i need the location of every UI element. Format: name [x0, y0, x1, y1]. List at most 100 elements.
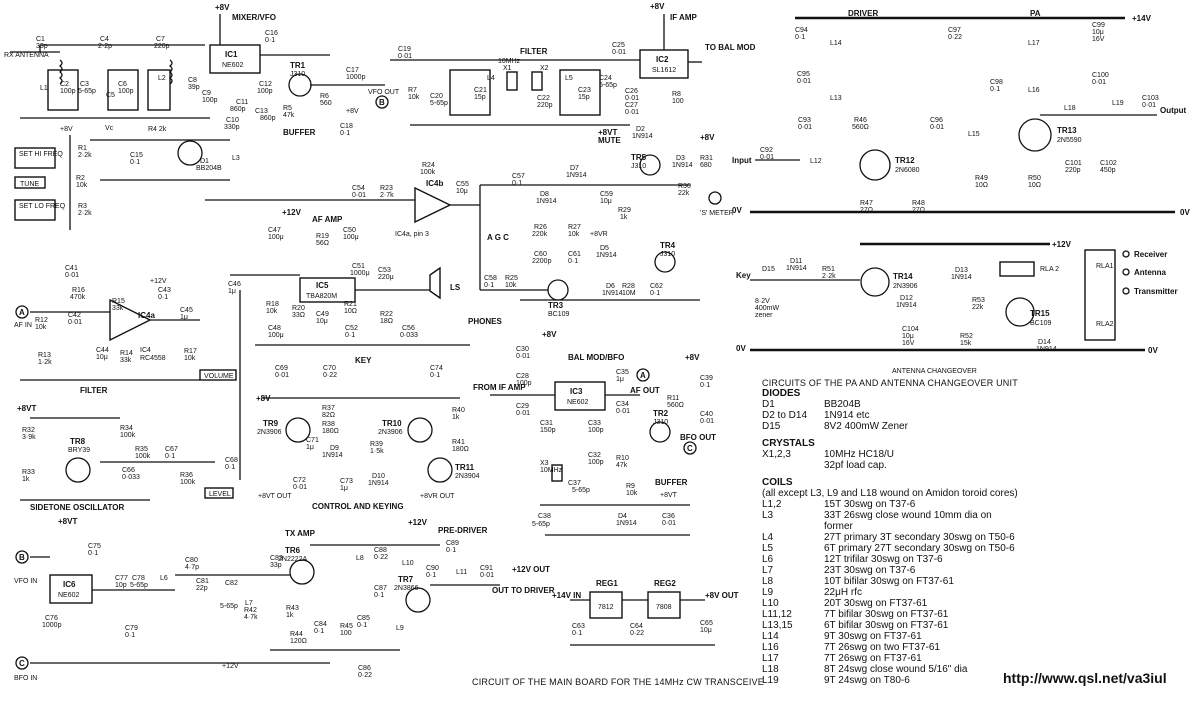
svg-text:C57: C57 — [512, 173, 525, 180]
level-label: LEVEL — [209, 491, 231, 498]
tr8-ref: TR8 — [70, 437, 86, 446]
svg-text:0·01: 0·01 — [68, 319, 82, 326]
svg-text:0·01: 0·01 — [480, 572, 494, 579]
antenna-changeover-title: ANTENNA CHANGEOVER — [892, 368, 977, 375]
set-lo-freq-button[interactable] — [14, 199, 56, 221]
svg-text:0·1: 0·1 — [225, 464, 235, 471]
svg-text:8·2V: 8·2V — [755, 298, 770, 305]
svg-text:R1: R1 — [78, 145, 87, 152]
svg-text:0·1: 0·1 — [446, 547, 456, 554]
svg-text:X2: X2 — [540, 65, 549, 72]
svg-text:C43: C43 — [158, 287, 171, 294]
svg-text:1N914: 1N914 — [951, 274, 972, 281]
svg-text:1k: 1k — [452, 414, 460, 421]
svg-text:X1: X1 — [503, 65, 512, 72]
svg-text:R2: R2 — [76, 175, 85, 182]
svg-text:220p: 220p — [537, 102, 553, 109]
coil-ref: L3 — [762, 510, 774, 521]
svg-text:100μ: 100μ — [268, 234, 284, 241]
svg-text:D5: D5 — [600, 245, 609, 252]
svg-text:1000p: 1000p — [346, 74, 366, 81]
svg-text:10k: 10k — [184, 355, 196, 362]
svg-text:33k: 33k — [112, 305, 124, 312]
relay-coil-label: RLA 2 — [1040, 266, 1059, 273]
svg-text:100: 100 — [672, 98, 684, 105]
svg-text:C74: C74 — [430, 365, 443, 372]
rx-antenna-label: RX ANTENNA — [4, 52, 49, 59]
svg-text:1·2k: 1·2k — [38, 359, 52, 366]
tune-button[interactable] — [14, 176, 46, 189]
source-url[interactable]: http://www.qsl.net/va3iul — [1003, 670, 1167, 686]
svg-text:C100: C100 — [1092, 72, 1109, 79]
svg-text:L17: L17 — [1028, 40, 1040, 47]
svg-text:100k: 100k — [120, 432, 136, 439]
level-control[interactable] — [204, 487, 234, 499]
svg-text:C94: C94 — [795, 27, 808, 34]
svg-text:D10: D10 — [372, 473, 385, 480]
pa-0v-left: 0V — [732, 206, 742, 215]
svg-text:C82: C82 — [225, 580, 238, 587]
connector-b-top — [375, 95, 389, 109]
tr12-ref: TR12 — [895, 156, 915, 165]
svg-text:A: A — [19, 308, 25, 317]
svg-text:1N914: 1N914 — [896, 302, 917, 309]
svg-text:400mW: 400mW — [755, 305, 780, 312]
svg-text:0·1: 0·1 — [512, 180, 522, 187]
svg-text:C62: C62 — [650, 283, 663, 290]
tr6-ref: TR6 — [285, 546, 301, 555]
svg-text:10MHz: 10MHz — [540, 467, 563, 474]
svg-text:C50: C50 — [343, 227, 356, 234]
af-in-label: AF IN — [14, 322, 32, 329]
tr2-ref: TR2 — [653, 409, 669, 418]
svg-text:0·01: 0·01 — [65, 272, 79, 279]
ic3-supply: +8V — [542, 330, 557, 339]
svg-text:C91: C91 — [480, 565, 493, 572]
relay-out-antenna: Antenna — [1134, 268, 1167, 277]
svg-text:0·22: 0·22 — [630, 630, 644, 637]
filter-title: FILTER — [520, 47, 548, 56]
d1-varactor — [177, 140, 203, 166]
svg-text:B: B — [379, 98, 385, 107]
coil-ref: L1,2 — [762, 499, 782, 510]
svg-text:C88: C88 — [374, 547, 387, 554]
bal-mod-bfo-title: BAL MOD/BFO — [568, 353, 624, 362]
svg-text:2·7k: 2·7k — [380, 192, 394, 199]
svg-text:100p: 100p — [60, 88, 76, 95]
reg1-box — [589, 591, 623, 619]
svg-text:10μ: 10μ — [96, 354, 108, 361]
legend-value: 8V2 400mW Zener — [824, 421, 908, 432]
svg-text:1N914: 1N914 — [322, 452, 343, 459]
svg-text:R6: R6 — [320, 93, 329, 100]
svg-text:C5: C5 — [106, 92, 115, 99]
svg-text:16V: 16V — [902, 340, 915, 347]
svg-text:C71: C71 — [306, 437, 319, 444]
svg-text:100p: 100p — [588, 427, 604, 434]
svg-text:B: B — [19, 553, 25, 562]
ic6-box — [49, 574, 93, 604]
tr9-part: 2N3906 — [257, 429, 282, 436]
svg-text:0·1: 0·1 — [125, 632, 135, 639]
svg-text:22p: 22p — [196, 585, 208, 592]
svg-text:0·22: 0·22 — [374, 554, 388, 561]
svg-text:X3: X3 — [540, 460, 549, 467]
svg-text:D12: D12 — [900, 295, 913, 302]
ic4a-pin3-label: IC4a, pin 3 — [395, 231, 429, 238]
svg-text:4·7p: 4·7p — [185, 564, 199, 571]
svg-text:C28: C28 — [516, 373, 529, 380]
bfo-in-label: BFO IN — [14, 675, 37, 682]
svg-text:R41: R41 — [452, 439, 465, 446]
svg-text:C48: C48 — [268, 325, 281, 332]
set-hi-freq-button[interactable] — [14, 147, 56, 169]
svg-text:D7: D7 — [570, 165, 579, 172]
svg-text:R21: R21 — [344, 301, 357, 308]
volume-control[interactable] — [199, 369, 237, 381]
svg-text:5-65p: 5-65p — [220, 603, 238, 610]
tr15-part: BC109 — [1030, 320, 1052, 327]
set-lo-label: SET LO FREQ — [19, 203, 66, 210]
svg-text:0·1: 0·1 — [484, 282, 494, 289]
